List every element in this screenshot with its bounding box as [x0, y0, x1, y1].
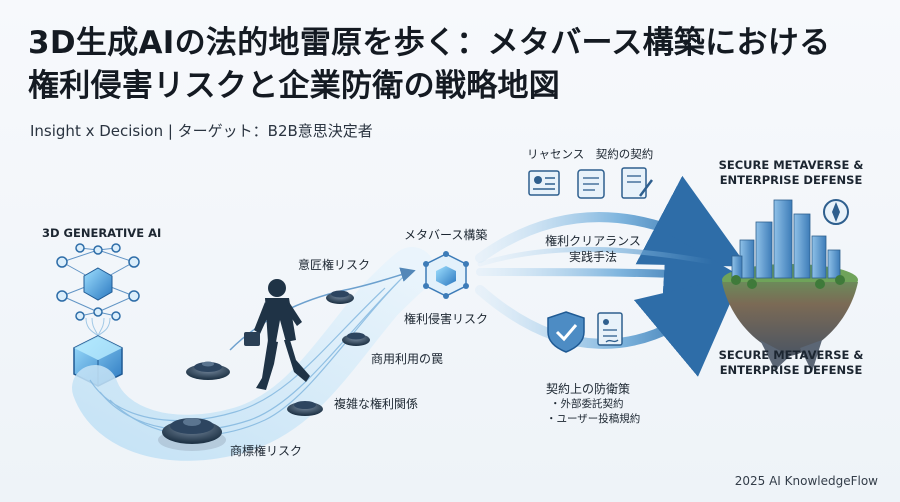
risk-complex-label: 複雑な権利関係: [334, 397, 419, 411]
risk-commercial-label: 商用利用の罠: [371, 352, 444, 366]
infringement-label: 権利侵害リスク: [404, 312, 489, 326]
contract-icon: [597, 312, 623, 346]
strategy-arrows: [475, 175, 748, 377]
shield-check-icon: [547, 311, 585, 353]
journey-path: [72, 247, 435, 461]
metaverse-label: メタバース構築: [404, 228, 488, 242]
goal-top-line-1: SECURE METAVERSE &: [718, 158, 864, 172]
title-line-2: 権利侵害リスクと企業防衛の戦略地図: [28, 68, 561, 104]
risk-design-label: 意匠権リスク: [298, 258, 371, 272]
floating-city-island: [722, 199, 858, 372]
title-line-1: 3D生成AIの法的地雷原を歩く：メタバース構築における: [28, 25, 831, 61]
mine-icon: [158, 418, 226, 451]
scroll-icon: [577, 169, 605, 199]
mine-icon: [287, 401, 323, 416]
top-docs-label: リャセンス 契約の契約: [527, 147, 654, 161]
footer-credit: 2025 AI KnowledgeFlow: [734, 474, 878, 488]
mine-icon: [186, 361, 230, 380]
clearance-line-2: 実践手法: [568, 250, 617, 264]
certificate-icon: [528, 170, 560, 196]
goal-bottom-line-2: ENTERPRISE DEFENSE: [719, 363, 863, 377]
subtitle: Insight x Decision | ターゲット：B2B意思決定者: [30, 122, 373, 140]
mine-icon: [326, 290, 354, 304]
page-title: 3D生成AIの法的地雷原を歩く：メタバース構築における 権利侵害リスクと企業防衛…: [28, 22, 878, 108]
goal-label-bottom: SECURE METAVERSE & ENTERPRISE DEFENSE: [716, 348, 866, 378]
risk-trademark-label: 商標権リスク: [230, 444, 303, 458]
metaverse-cube-icon: [423, 251, 469, 299]
defense-block: 契約上の防衛策 ・外部委託契約 ・ユーザー投稿規約: [546, 382, 640, 427]
goal-top-line-2: ENTERPRISE DEFENSE: [719, 173, 863, 187]
neural-network-icon: [56, 243, 140, 337]
document-pen-icon: [621, 167, 653, 199]
goal-label-top: SECURE METAVERSE & ENTERPRISE DEFENSE: [716, 158, 866, 188]
clearance-line-1: 権利クリアランス: [545, 234, 641, 248]
mine-icon: [342, 332, 370, 346]
goal-bottom-line-1: SECURE METAVERSE &: [718, 348, 864, 362]
source-label: 3D GENERATIVE AI: [42, 226, 162, 240]
businessman-icon: [244, 279, 310, 390]
defense-item: ・外部委託契約: [550, 398, 624, 410]
clearance-label: 権利クリアランス 実践手法: [538, 233, 648, 265]
defense-title: 契約上の防衛策: [546, 382, 631, 396]
compass-icon: [823, 199, 849, 225]
defense-item: ・ユーザー投稿規約: [546, 413, 641, 425]
